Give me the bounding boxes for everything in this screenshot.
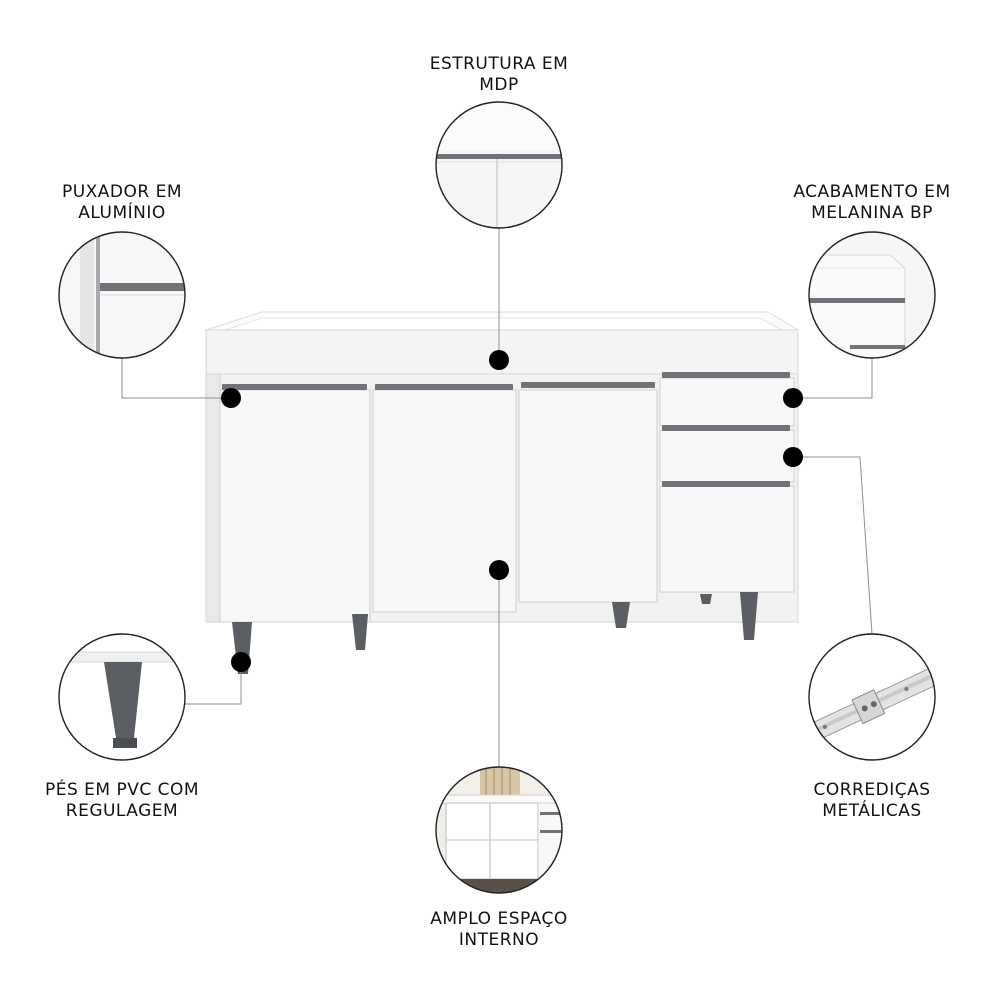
label-space-line2: INTERNO	[458, 930, 540, 950]
detail-circle-structure	[435, 101, 563, 229]
drawer	[659, 429, 795, 483]
label-feet-line2: REGULAGEM	[65, 801, 179, 821]
detail-circle-finish	[808, 231, 936, 359]
cabinet-door	[219, 389, 371, 623]
leader-lines	[121, 228, 873, 767]
label-slides-line1: CORREDIÇAS	[813, 780, 931, 800]
label-slides-line2: METÁLICAS	[822, 801, 922, 821]
cabinet-door	[518, 389, 658, 603]
label-slides: CORREDIÇAS METÁLICAS	[772, 780, 972, 822]
label-structure-line2: MDP	[479, 75, 519, 95]
label-structure: ESTRUTURA EM MDP	[399, 54, 599, 96]
label-handle-line1: PUXADOR EM	[61, 182, 183, 202]
label-finish: ACABAMENTO EM MELANINA BP	[762, 182, 982, 224]
detail-circle-space	[435, 766, 563, 894]
label-feet-line1: PÉS EM PVC COM	[44, 780, 200, 800]
callout-markers	[221, 350, 803, 672]
drawer	[659, 377, 795, 427]
label-feet: PÉS EM PVC COM REGULAGEM	[12, 780, 232, 822]
detail-circle-feet	[58, 633, 186, 761]
label-structure-line1: ESTRUTURA EM	[429, 54, 569, 74]
detail-circle-slides	[808, 633, 936, 761]
drawer	[659, 485, 795, 593]
label-finish-line2: MELANINA BP	[811, 203, 933, 223]
label-handle: PUXADOR EM ALUMÍNIO	[22, 182, 222, 224]
label-finish-line1: ACABAMENTO EM	[793, 182, 951, 202]
label-space: AMPLO ESPAÇO INTERNO	[389, 909, 609, 951]
label-space-line1: AMPLO ESPAÇO	[430, 909, 568, 929]
label-handle-line2: ALUMÍNIO	[78, 203, 166, 223]
cabinet-illustration	[205, 311, 799, 674]
detail-circle-handle	[58, 231, 186, 359]
aluminum-handles	[222, 372, 790, 487]
